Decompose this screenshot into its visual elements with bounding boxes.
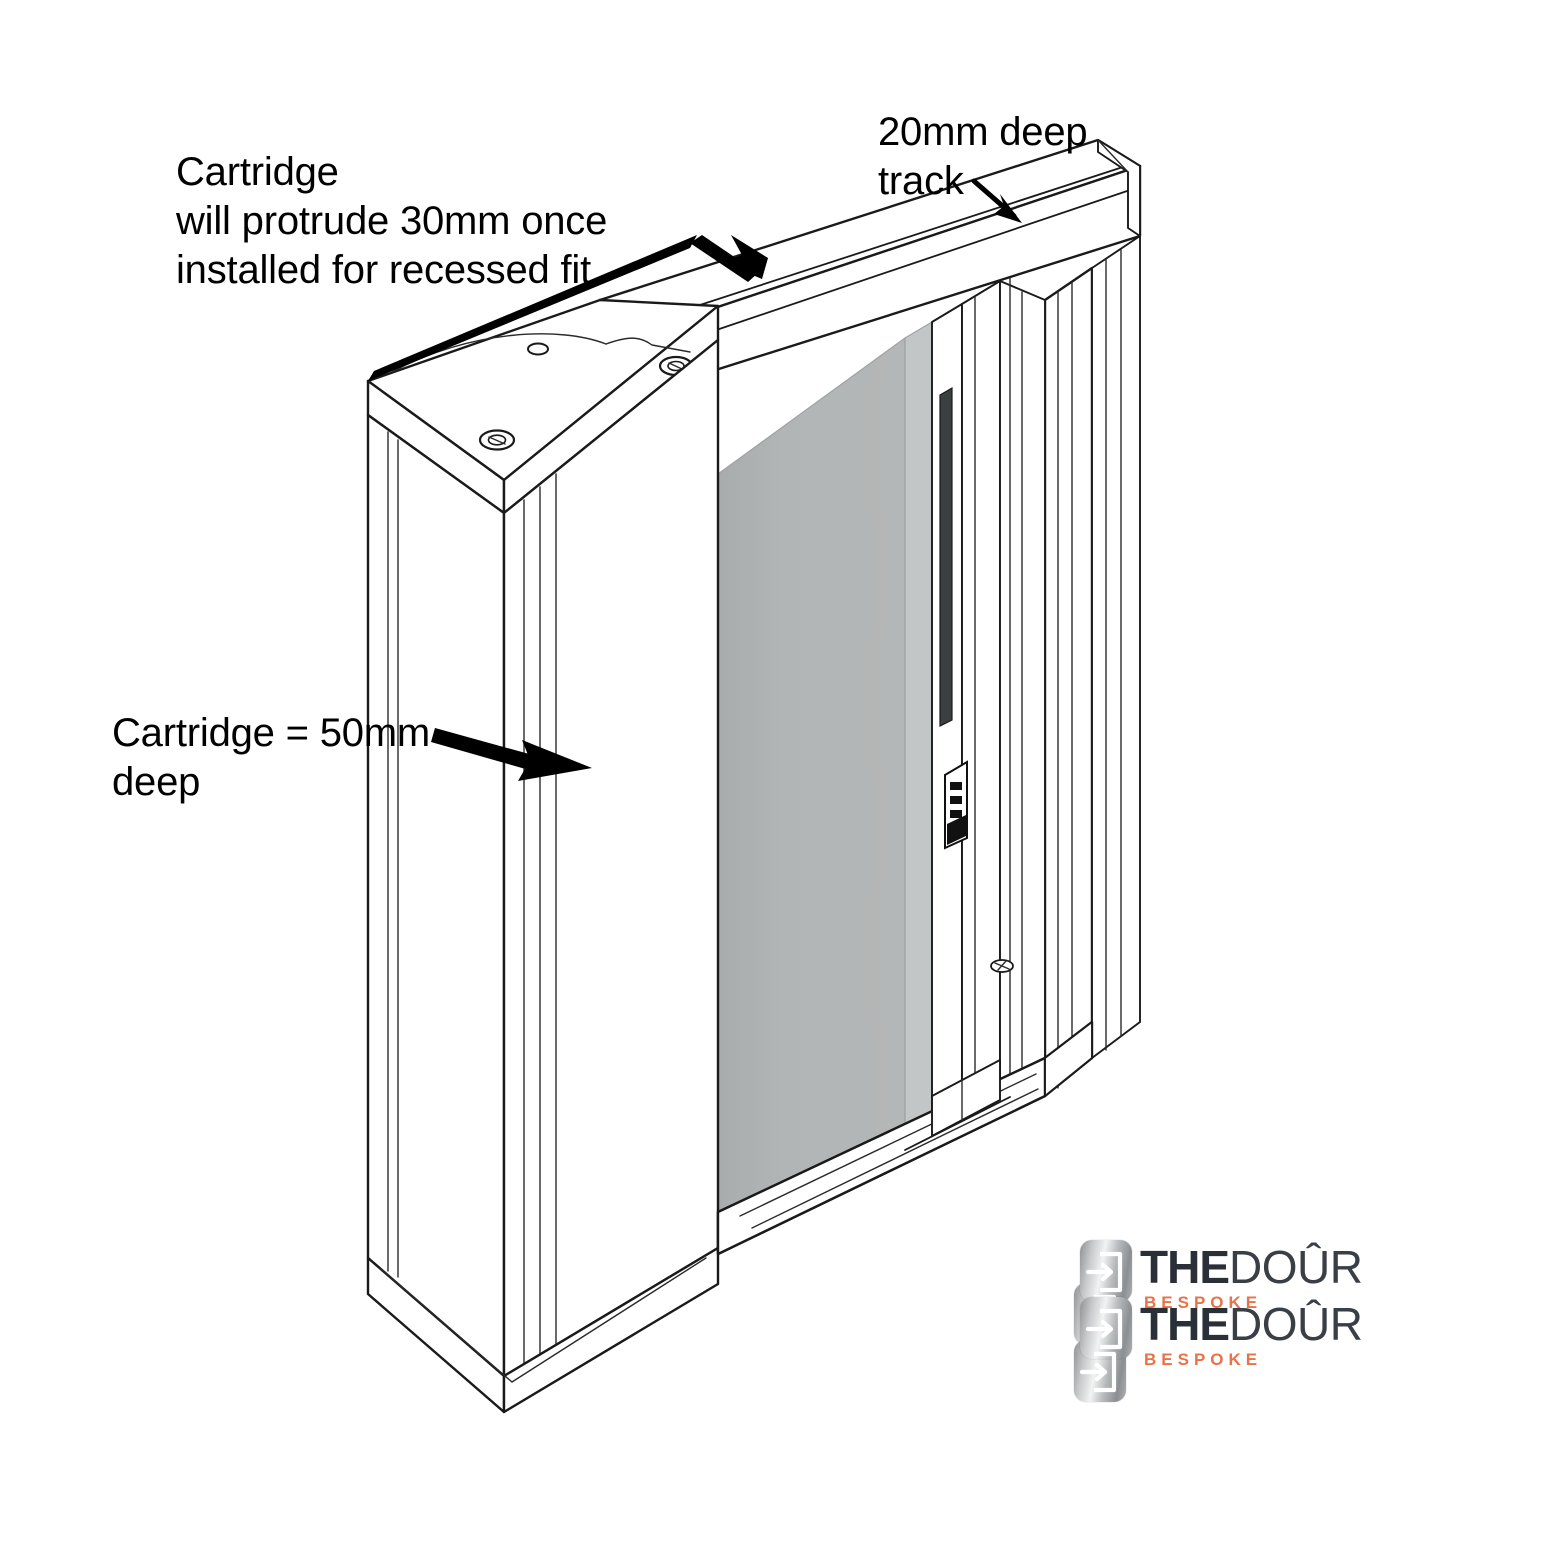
logo-brand-line: THEDOÛR	[1140, 1241, 1363, 1293]
arrow-track-depth	[971, 178, 1022, 223]
arrow-cartridge-depth	[431, 728, 592, 781]
annotation-track-depth: 20mm deep track	[878, 110, 1088, 203]
logo-bespoke-text-duplicate: BESPOKE	[1144, 1350, 1263, 1369]
fixing-screw-front	[478, 429, 516, 451]
cartridge-body	[366, 338, 720, 1414]
annotation-cartridge-protrude: Cartridge will protrude 30mm once instal…	[176, 150, 608, 292]
cartridge-top-face	[366, 298, 720, 515]
logo-dour-text-duplicate: DOÛR	[1229, 1298, 1363, 1350]
logo-the-text: THE	[1140, 1241, 1230, 1293]
right-frame-post	[1043, 235, 1141, 1098]
logo-the-text-duplicate: THE	[1140, 1298, 1230, 1350]
door-jamb	[931, 275, 1046, 1137]
logo-dour-text: DOÛR	[1229, 1241, 1363, 1293]
annotation-cartridge-depth: Cartridge = 50mm deep	[112, 711, 431, 804]
brand-logo: THEDOÛR BESPOKE TH	[1074, 1240, 1404, 1402]
door-leaf-panel	[717, 320, 933, 1256]
jamb-foot	[931, 1059, 1001, 1137]
bottom-fixing-screw	[990, 959, 1014, 973]
logo-bespoke-text: BESPOKE	[1144, 1293, 1263, 1312]
logo-copy-lower: THEDOÛR BESPOKE	[1074, 1297, 1404, 1402]
enter-arrow-into-box-icon-duplicate	[1079, 1308, 1123, 1393]
arrow-cartridge-protrude	[368, 235, 768, 381]
latch-strike-plate	[944, 760, 968, 850]
logo-wordmark-duplicate: THEDOÛR BESPOKE	[1140, 1298, 1363, 1370]
logo-brand-line-duplicate: THEDOÛR	[1140, 1298, 1363, 1350]
logo-wordmark: THEDOÛR BESPOKE	[1140, 1241, 1363, 1313]
logo-mark-duplicate	[1074, 1297, 1132, 1402]
